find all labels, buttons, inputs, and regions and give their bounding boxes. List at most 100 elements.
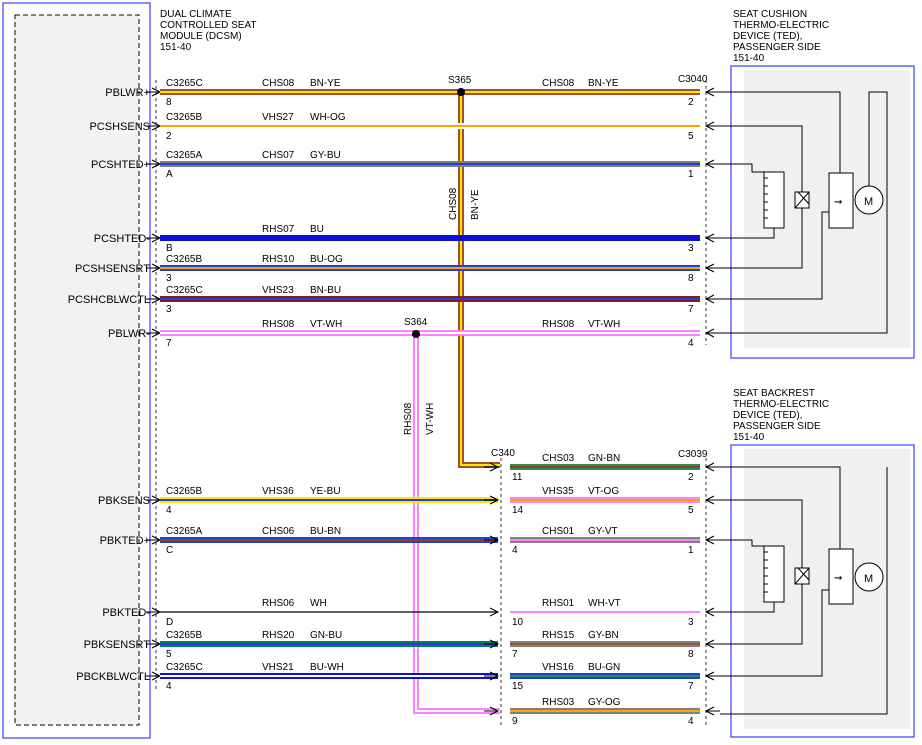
backrest-internal-wire: [720, 584, 803, 645]
cushion-motor-label: M: [864, 196, 873, 208]
wire-color-label: BU-WH: [310, 662, 344, 673]
c340-pin-number: 14: [512, 505, 524, 516]
c340-arrow: [484, 462, 500, 472]
device-pin-arrow: [704, 294, 720, 304]
module-pin-label: PCSHCBLWCTL: [68, 294, 150, 306]
circuit-label: VHS23: [262, 285, 294, 296]
right-connector-label: C3039: [678, 449, 708, 460]
right-pin-number: 3: [688, 617, 694, 628]
circuit-label: CHS07: [262, 150, 295, 161]
right-color-label: GY-OG: [588, 697, 621, 708]
cushion-internal-wire: [720, 125, 803, 192]
circuit-label: VHS36: [262, 486, 294, 497]
dcsm-module-border: [2, 2, 151, 739]
left-pin-number: 8: [166, 97, 172, 108]
right-pin-number: 2: [688, 97, 694, 108]
wire-color-label: GN-BU: [310, 630, 342, 641]
backrest-title-line: PASSENGER SIDE: [733, 421, 821, 432]
backrest-motor-icon: [854, 562, 884, 592]
module-pin-label: PCSHTED-: [94, 233, 151, 245]
c340-arrow: [484, 495, 500, 505]
right-circuit-label: VHS35: [542, 486, 574, 497]
right-pin-number: 1: [688, 545, 694, 556]
backrest-heater-element: [763, 545, 785, 603]
right-connector-label: C3040: [678, 74, 708, 85]
backrest-blower-control: [828, 548, 854, 605]
cushion-blower-control: [828, 172, 854, 229]
c340-pin-number: 15: [512, 681, 524, 692]
c340-arrow: [484, 639, 500, 649]
wire-color-label: BN-BU: [310, 285, 341, 296]
backrest-blower-symbol: ⇝: [834, 573, 842, 584]
splice-s365-branch: [458, 92, 500, 468]
c340-pin-number: 10: [512, 617, 524, 628]
left-pin-number: 3: [166, 273, 172, 284]
right-pin-number: 5: [688, 505, 694, 516]
seat-backrest-ted: SEAT BACKREST THERMO-ELECTRIC DEVICE (TE…: [500, 388, 915, 738]
right-circuit-label: CHS08: [542, 78, 575, 89]
left-pin-number: D: [166, 617, 173, 628]
wire-color-label: VT-WH: [310, 319, 342, 330]
right-pin-number: 1: [688, 169, 694, 180]
left-connector-label: C3265B: [166, 630, 202, 641]
module-pin-label: PCSHTED+: [91, 159, 150, 171]
device-pin-arrow: [704, 263, 720, 273]
right-circuit-label: CHS01: [542, 526, 575, 537]
left-connector-label: C3265A: [166, 150, 202, 161]
cushion-title-line: 151-40: [733, 53, 765, 64]
module-pin-label: PBLWR-: [108, 328, 150, 340]
dcsm-title: DUAL CLIMATE CONTROLLED SEAT MODULE (DCS…: [160, 9, 257, 53]
backrest-title-line: THERMO-ELECTRIC: [733, 399, 829, 410]
c340-arrow: [484, 671, 500, 681]
wire-color-label: BU-OG: [310, 254, 343, 265]
left-pin-number: C: [166, 545, 173, 556]
module-pin-label: PBKSENSRT: [84, 639, 151, 651]
right-color-label: VT-OG: [588, 486, 619, 497]
right-pin-number: 7: [688, 304, 694, 315]
s365-branch-wire-inner: [460, 92, 500, 466]
dcsm-title-line: DUAL CLIMATE: [160, 9, 232, 20]
device-pin-arrow: [704, 639, 720, 649]
dcsm-title-line: 151-40: [160, 42, 192, 53]
dcsm-title-line: MODULE (DCSM): [160, 31, 242, 42]
right-color-label: GN-BN: [588, 453, 620, 464]
backrest-internal-wire: [720, 466, 841, 549]
right-circuit-label: RHS15: [542, 630, 575, 641]
c340-pin-number: 4: [512, 545, 518, 556]
module-pin-label: PCSHSENSRT: [75, 263, 150, 275]
wire-color-label: WH: [310, 598, 327, 609]
backrest-internal-wire: [720, 499, 803, 568]
left-connector-label: C3265B: [166, 254, 202, 265]
backrest-internal-wire: [720, 602, 775, 613]
seat-cushion-ted: SEAT CUSHION THERMO-ELECTRIC DEVICE (TED…: [705, 9, 915, 359]
dcsm-title-line: CONTROLLED SEAT: [160, 20, 257, 31]
backrest-title-line: SEAT BACKREST: [733, 388, 815, 399]
s364-color-label: VT-WH: [425, 403, 436, 435]
circuit-label: RHS08: [262, 319, 295, 330]
c340-arrow: [484, 706, 500, 716]
module-pin-label: PBKTED+: [100, 535, 150, 547]
device-pin-arrow: [704, 671, 720, 681]
right-color-label: VT-WH: [588, 319, 620, 330]
cushion-internal-wire: [720, 211, 829, 300]
left-connector-label: C3265B: [166, 112, 202, 123]
device-pin-arrow: [704, 706, 720, 716]
splice-s364-branch: [413, 334, 500, 714]
cushion-device-border: [730, 65, 915, 359]
right-color-label: GY-VT: [588, 526, 618, 537]
dcsm-module-body: [14, 14, 140, 726]
splice-s365-dot: [457, 88, 465, 96]
circuit-label: CHS06: [262, 526, 295, 537]
device-pin-arrow: [704, 462, 720, 472]
right-pin-number: 2: [688, 472, 694, 483]
cushion-heater-element: [763, 171, 785, 229]
backrest-internal-wire: [720, 539, 764, 547]
right-color-label: GY-BN: [588, 630, 619, 641]
cushion-blower-symbol: ⇝: [834, 197, 842, 208]
right-color-label: BU-GN: [588, 662, 620, 673]
splice-s364-label: S364: [404, 317, 428, 328]
right-color-label: WH-VT: [588, 598, 621, 609]
module-pin-label: PBKTED-: [102, 607, 150, 619]
right-circuit-label: RHS01: [542, 598, 575, 609]
